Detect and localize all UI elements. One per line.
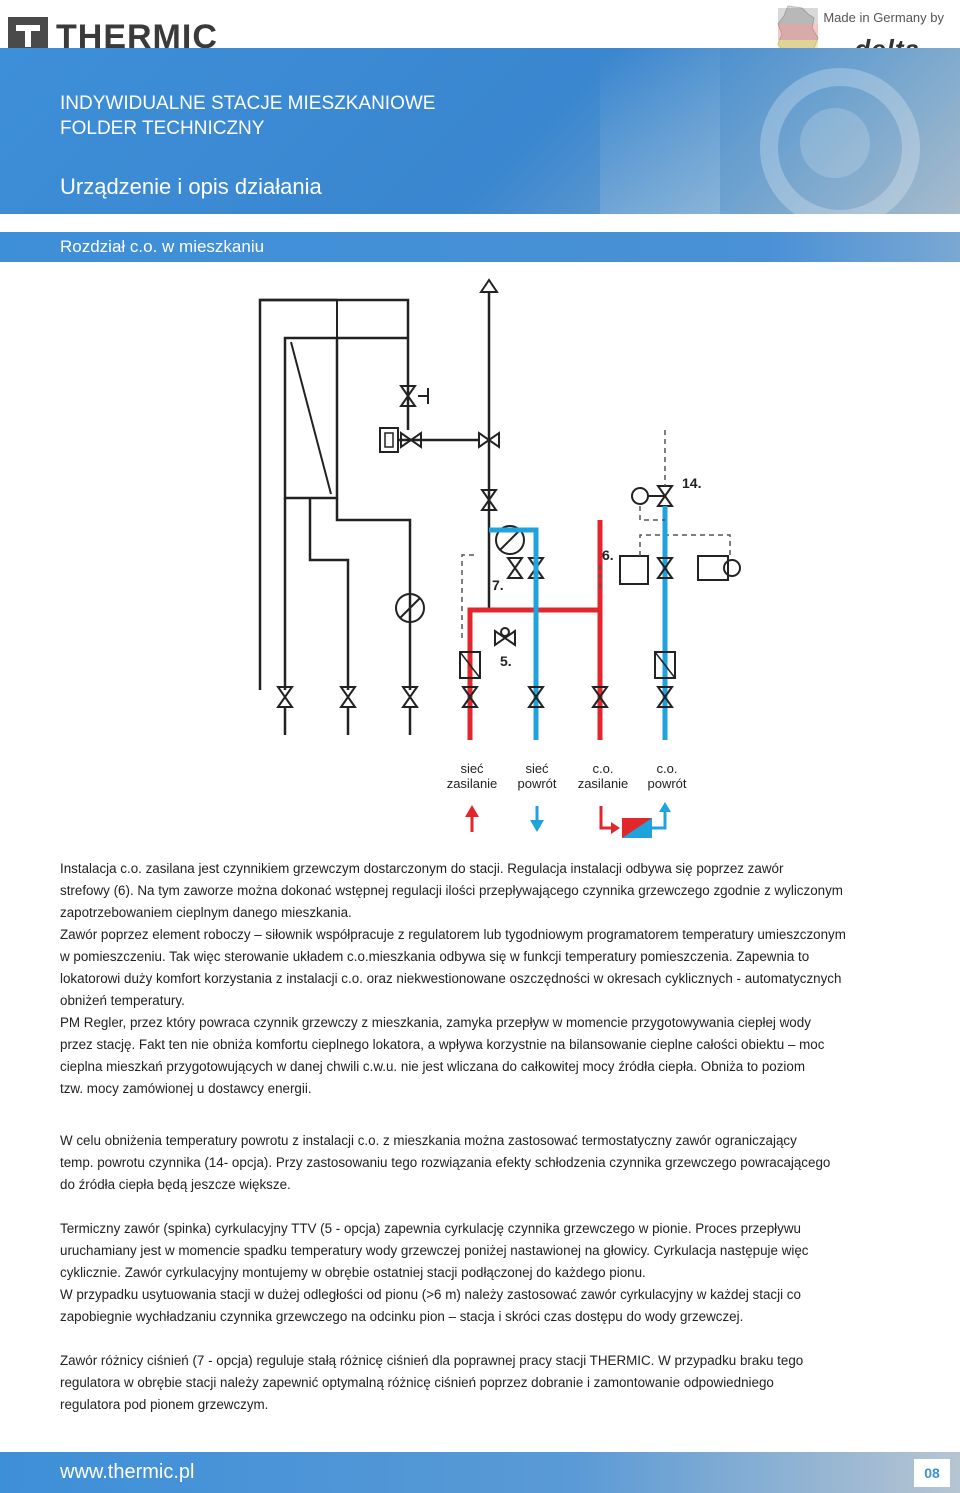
supply-arrow-icon bbox=[465, 805, 479, 832]
legend-label: powrót bbox=[517, 776, 556, 791]
dp-valve bbox=[507, 557, 523, 579]
hero-title-line1: INDYWIDUALNE STACJE MIESZKANIOWE bbox=[60, 93, 436, 114]
pump-icon bbox=[395, 593, 425, 623]
label-14: 14. bbox=[682, 475, 701, 491]
vent-icon bbox=[479, 278, 499, 293]
page-number: 08 bbox=[914, 1459, 950, 1487]
section-title: Rozdział c.o. w mieszkaniu bbox=[60, 237, 265, 256]
label-5: 5. bbox=[500, 653, 512, 669]
co-return-arrow-icon bbox=[652, 802, 671, 830]
footer-bar: www.thermic.pl 08 bbox=[0, 1452, 960, 1493]
label-7: 7. bbox=[492, 577, 504, 593]
zone-actuator-icon bbox=[619, 555, 649, 585]
strainer-icon bbox=[459, 651, 481, 679]
heat-exchanger bbox=[283, 336, 339, 500]
ttv-valve bbox=[494, 630, 516, 646]
strainer-icon bbox=[654, 651, 676, 679]
co-supply-arrow-icon bbox=[599, 806, 620, 834]
return-arrow-icon bbox=[530, 806, 544, 832]
heating-schematic-diagram: 7. 6. 14. 5. sieć zasilanie sieć bbox=[258, 278, 741, 838]
thermostat-icon bbox=[697, 555, 729, 581]
section-bar: Rozdział c.o. w mieszkaniu bbox=[0, 232, 960, 262]
circulation-pump-icon bbox=[495, 525, 525, 555]
legend-label: zasilanie bbox=[447, 776, 498, 791]
hero-banner: INDYWIDUALNE STACJE MIESZKANIOWE FOLDER … bbox=[0, 48, 960, 228]
legend-label: sieć bbox=[460, 761, 484, 776]
legend-label: sieć bbox=[525, 761, 549, 776]
legend-label: c.o. bbox=[593, 761, 614, 776]
made-in-germany-text: Made in Germany by bbox=[823, 10, 944, 25]
hero-title-line2: FOLDER TECHNICZNY bbox=[60, 118, 265, 139]
page-title: Urządzenie i opis działania bbox=[60, 174, 322, 199]
actuator-icon bbox=[379, 427, 399, 453]
radiator-icon bbox=[622, 818, 652, 838]
paragraph-co-installation: Instalacja c.o. zasilana jest czynnikiem… bbox=[60, 861, 846, 1096]
label-6: 6. bbox=[602, 547, 614, 563]
paragraph-ttv-valve: Termiczny zawór (spinka) cyrkulacyjny TT… bbox=[60, 1221, 809, 1324]
website-link[interactable]: www.thermic.pl bbox=[60, 1461, 195, 1483]
legend-label: powrót bbox=[647, 776, 686, 791]
legend-label: zasilanie bbox=[578, 776, 629, 791]
paragraph-return-limiter: W celu obniżenia temperatury powrotu z i… bbox=[60, 1133, 831, 1192]
legend-label: c.o. bbox=[657, 761, 678, 776]
paragraph-dp-valve: Zawór różnicy ciśnień (7 - opcja) regulu… bbox=[60, 1353, 804, 1412]
